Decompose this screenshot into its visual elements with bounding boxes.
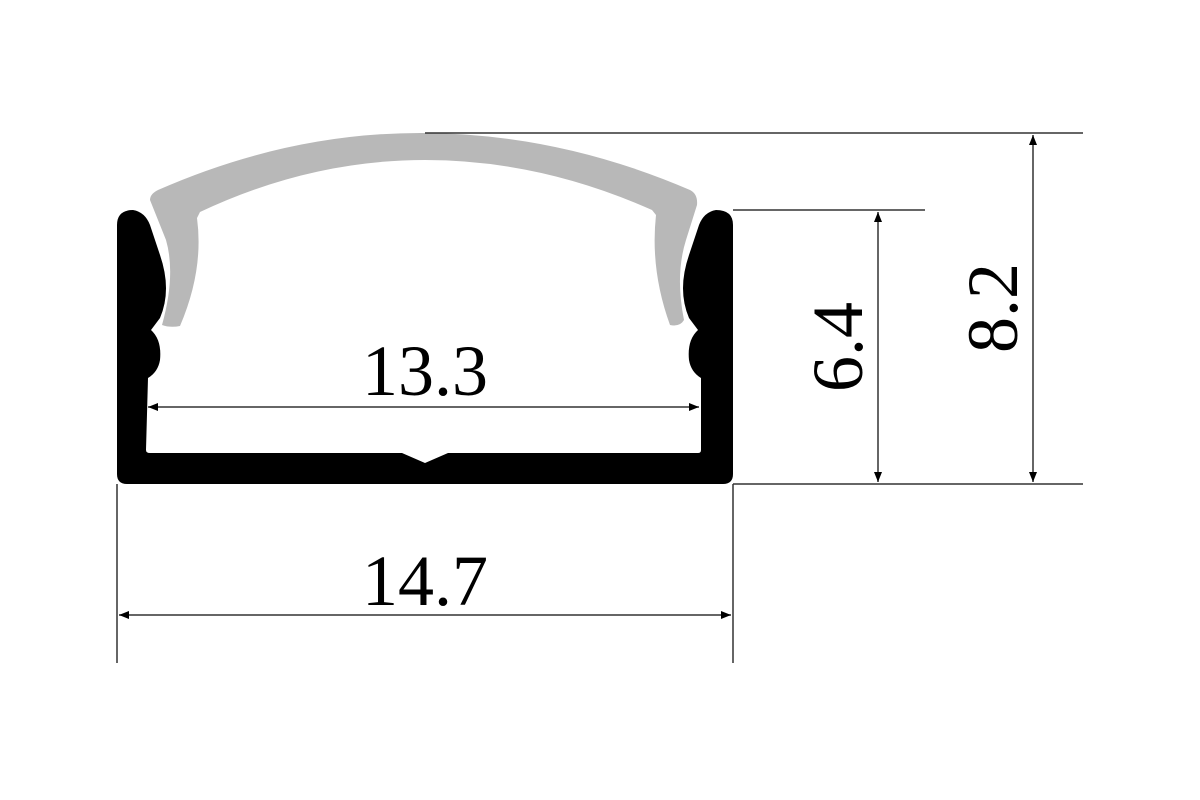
label-total-height: 8.2 xyxy=(953,263,1033,353)
label-outer-width: 14.7 xyxy=(362,541,488,621)
label-profile-height: 6.4 xyxy=(798,302,878,392)
aluminium-profile xyxy=(117,210,733,484)
diffuser-cover xyxy=(150,132,698,327)
label-inner-width: 13.3 xyxy=(362,331,488,411)
